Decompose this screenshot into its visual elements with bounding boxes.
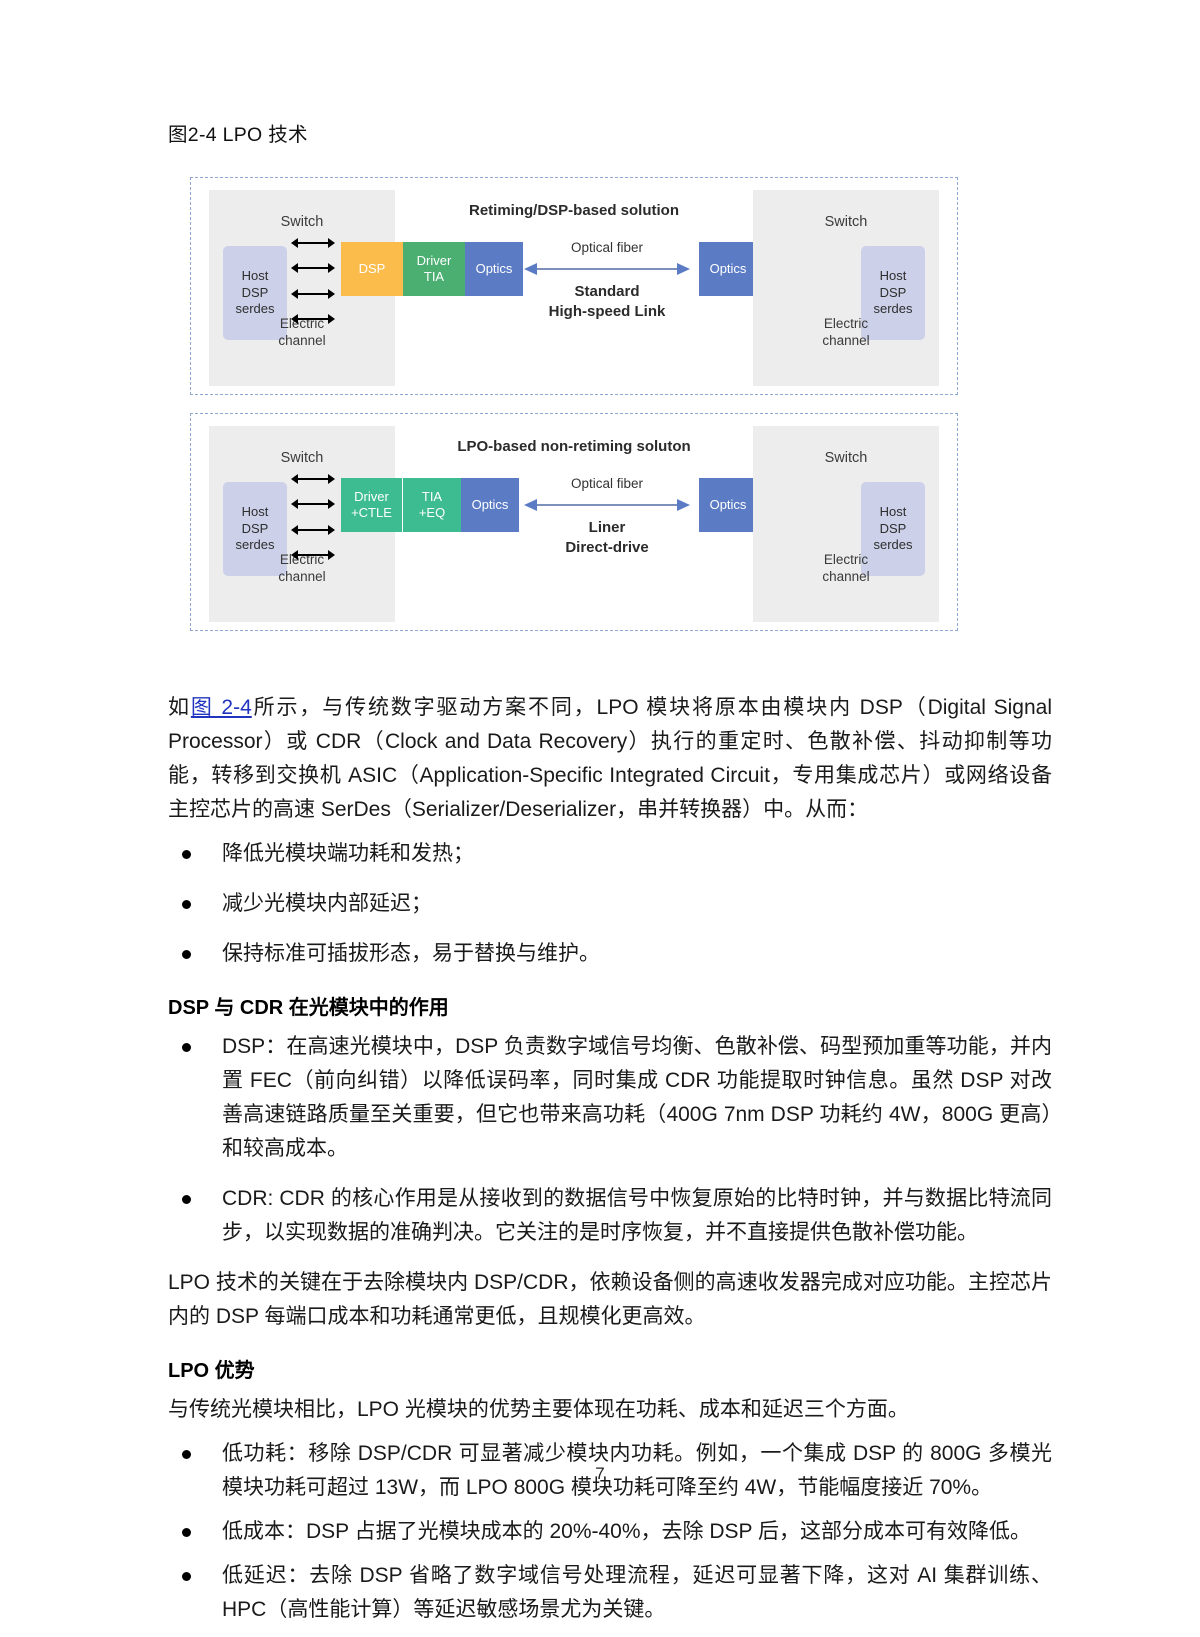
figure-panel-lpo: LPO-based non-retiming soluton Switch Ho… <box>190 413 958 631</box>
list-item: 降低光模块端功耗和发热； <box>168 837 1052 871</box>
panel-title-top: Retiming/DSP-based solution <box>468 202 679 219</box>
page-number: 7 <box>595 1464 605 1483</box>
module-chain-left-bottom: Driver+CTLE TIA+EQ Optics <box>341 478 519 532</box>
section-heading-dsp-cdr: DSP 与 CDR 在光模块中的作用 <box>168 997 449 1020</box>
block-optics-left-bottom: Optics <box>461 478 519 532</box>
fiber-arrow-top <box>524 263 690 275</box>
switch-label-left-bottom: Switch <box>280 450 324 466</box>
list-item: 保持标准可插拔形态，易于替换与维护。 <box>168 937 1052 971</box>
lpo-advantages-list: 低功耗：移除 DSP/CDR 可显著减少模块内功耗。例如，一个集成 DSP 的 … <box>168 1437 1052 1627</box>
intro-rest: 所示，与传统数字驱动方案不同，LPO 模块将原本由模块内 DSP（Digital… <box>168 696 1053 822</box>
page-content: 图2-4 LPO 技术 Retiming/DSP-based solution … <box>168 0 1052 1637</box>
list-item: 低延迟：去除 DSP 省略了数字域信号处理流程，延迟可显著下降，这对 AI 集群… <box>168 1559 1052 1627</box>
list-item: 低功耗：移除 DSP/CDR 可显著减少模块内功耗。例如，一个集成 DSP 的 … <box>168 1437 1052 1505</box>
intro-prefix: 如 <box>168 696 191 719</box>
block-driver-ctle-left-bottom: Driver+CTLE <box>341 478 403 532</box>
dsp-cdr-list: DSP：在高速光模块中，DSP 负责数字域信号均衡、色散补偿、码型预加重等功能，… <box>168 1030 1052 1250</box>
figure-caption: 图2-4 LPO 技术 <box>168 124 308 146</box>
block-optics-left-top: Optics <box>465 242 523 296</box>
optical-fiber-label-top: Optical fiber <box>570 240 644 255</box>
list-item: DSP：在高速光模块中，DSP 负责数字域信号均衡、色散补偿、码型预加重等功能，… <box>168 1030 1052 1166</box>
section-heading-lpo-advantages: LPO 优势 <box>168 1360 255 1383</box>
switch-label-left-top: Switch <box>280 214 324 230</box>
body-content: 如图 2-4所示，与传统数字驱动方案不同，LPO 模块将原本由模块内 DSP（D… <box>168 691 1052 1627</box>
optical-fiber-label-bottom: Optical fiber <box>570 476 644 491</box>
electric-arrows-left-bottom <box>291 474 335 560</box>
block-optics-right-top: Optics <box>699 242 757 296</box>
list-item: 低成本：DSP 占据了光模块成本的 20%-40%，去除 DSP 后，这部分成本… <box>168 1515 1052 1549</box>
section2-intro-paragraph: 与传统光模块相比，LPO 光模块的优势主要体现在功耗、成本和延迟三个方面。 <box>168 1398 909 1422</box>
switch-label-right-bottom: Switch <box>824 450 868 466</box>
panel-title-bottom: LPO-based non-retiming soluton <box>457 438 691 455</box>
block-optics-right-bottom: Optics <box>699 478 757 532</box>
intro-paragraph: 如图 2-4所示，与传统数字驱动方案不同，LPO 模块将原本由模块内 DSP（D… <box>168 691 1052 827</box>
switch-label-right-top: Switch <box>824 214 868 230</box>
block-tia-eq-left-bottom: TIA+EQ <box>403 478 461 532</box>
electric-arrows-left-top <box>291 238 335 324</box>
fiber-arrow-bottom <box>524 499 690 511</box>
section1-closing-paragraph: LPO 技术的关键在于去除模块内 DSP/CDR，依赖设备侧的高速收发器完成对应… <box>168 1271 1052 1329</box>
list-item: CDR: CDR 的核心作用是从接收到的数据信号中恢复原始的比特时钟，并与数据比… <box>168 1182 1052 1250</box>
block-dsp-left-top: DSP <box>341 242 403 296</box>
list-item: 减少光模块内部延迟； <box>168 887 1052 921</box>
figure-cross-reference-link[interactable]: 图 2-4 <box>190 696 252 719</box>
benefits-list: 降低光模块端功耗和发热； 减少光模块内部延迟； 保持标准可插拔形态，易于替换与维… <box>168 837 1052 971</box>
